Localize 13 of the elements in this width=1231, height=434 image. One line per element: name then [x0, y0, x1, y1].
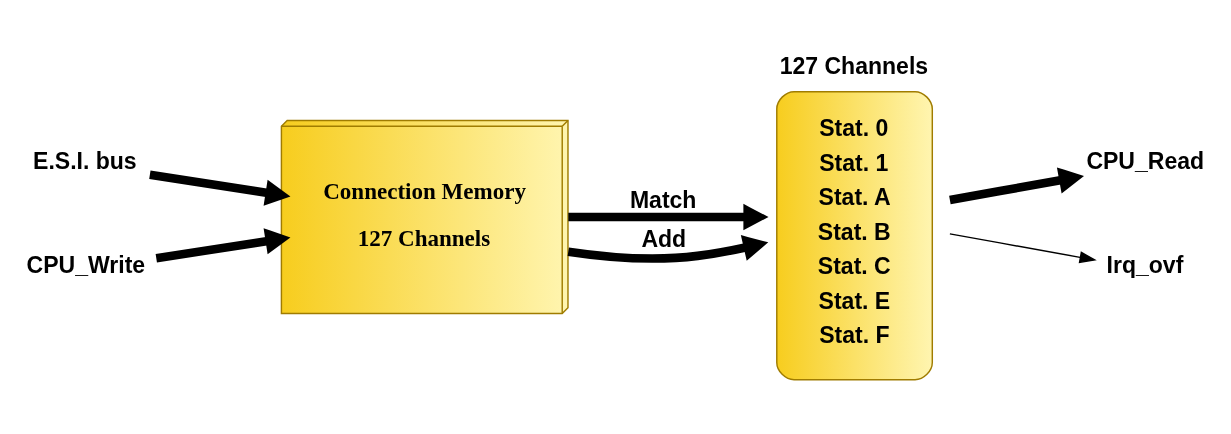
node-text: CPU_Read [1086, 148, 1205, 175]
arrow [149, 170, 291, 206]
arrow [155, 228, 291, 263]
node-label: 127 Channels [779, 53, 929, 80]
node-text: Irq_ovf [1106, 251, 1184, 278]
edge-label: Match [629, 187, 697, 214]
arrow [567, 235, 769, 263]
arrow [949, 233, 1097, 264]
arrow [568, 203, 769, 231]
node-text: CPU_Write [26, 251, 146, 278]
node-text: E.S.I. bus [33, 148, 137, 175]
arrow [949, 167, 1084, 205]
edge-label: Add [641, 225, 687, 252]
